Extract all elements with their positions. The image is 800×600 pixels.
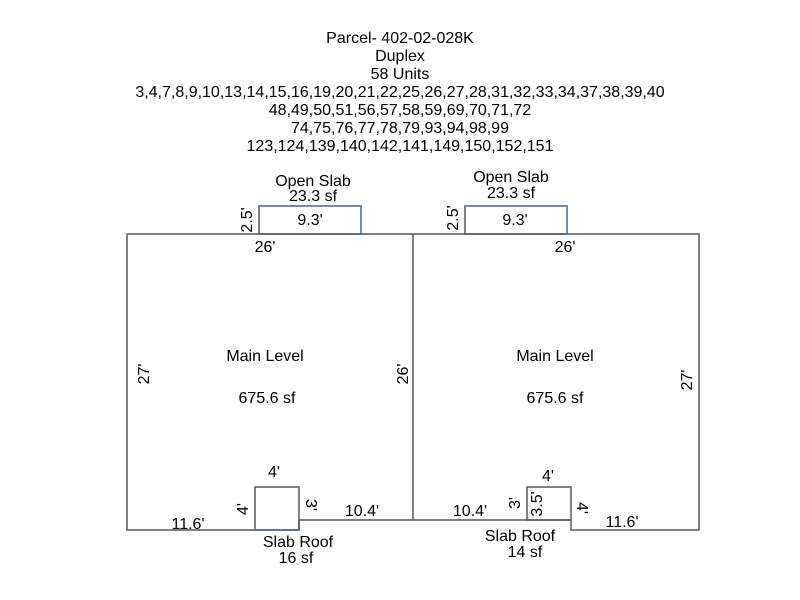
right-middle-bottom-dimension: 10.4' [453,503,487,520]
right-main-level-area: 675.6 sf [527,390,584,407]
building-type: Duplex [375,48,425,65]
unit-list-line: 48,49,50,51,56,57,58,59,69,70,71,72 [268,102,532,119]
left-main-level-area: 675.6 sf [239,390,296,407]
left-roof-right: 3' [302,499,319,511]
left-top-dimension: 26' [255,239,276,256]
right-roof-right: 4' [573,502,590,514]
right-slab-roof-box [526,486,572,521]
left-main-level-outline [126,233,414,531]
unit-count: 58 Units [370,66,430,83]
left-side-dimension: 27' [136,364,153,385]
left-slab-roof-label: Slab Roof [263,534,334,551]
left-slab-area: 23.3 sf [289,188,338,205]
right-roof-left: 3' [507,497,524,509]
unit-list-line: 123,124,139,140,142,141,149,150,152,151 [246,138,554,155]
right-slab-roof-label: Slab Roof [485,528,556,545]
left-middle-bottom-dimension: 10.4' [345,503,379,520]
left-roof-left: 4' [235,503,252,515]
right-roof-top: 4' [542,468,554,485]
left-main-level-label: Main Level [226,348,303,365]
right-side-dimension: 27' [679,370,696,391]
right-slab-label: Open Slab [473,169,549,186]
right-slab-depth: 2.5' [445,205,462,230]
right-bottom-dimension: 11.6' [605,514,638,531]
right-top-dimension: 26' [555,239,576,256]
left-slab-roof-area: 16 sf [279,550,314,567]
parcel-id: Parcel- 402-02-028K [326,30,474,47]
right-main-level-label: Main Level [516,348,593,365]
right-slab-roof-area: 14 sf [508,544,543,561]
middle-wall-dimension: 26' [395,364,412,385]
right-slab-area: 23.3 sf [487,185,536,202]
left-slab-roof-box [254,486,300,531]
left-roof-top: 4' [268,464,280,481]
left-slab-depth: 2.5' [239,207,256,232]
unit-list-line: 74,75,76,77,78,79,93,94,98,99 [291,120,509,137]
right-slab-width: 9.3' [502,212,527,229]
left-bottom-dimension: 11.6' [171,516,204,533]
right-roof-inner: 3.5' [529,491,546,516]
left-slab-label: Open Slab [275,173,351,190]
unit-list-line: 3,4,7,8,9,10,13,14,15,16,19,20,21,22,25,… [135,84,665,101]
right-main-level-outline [413,233,700,531]
parcel-header: Parcel- 402-02-028K Duplex 58 Units 3,4,… [0,30,800,156]
left-slab-width: 9.3' [297,212,322,229]
